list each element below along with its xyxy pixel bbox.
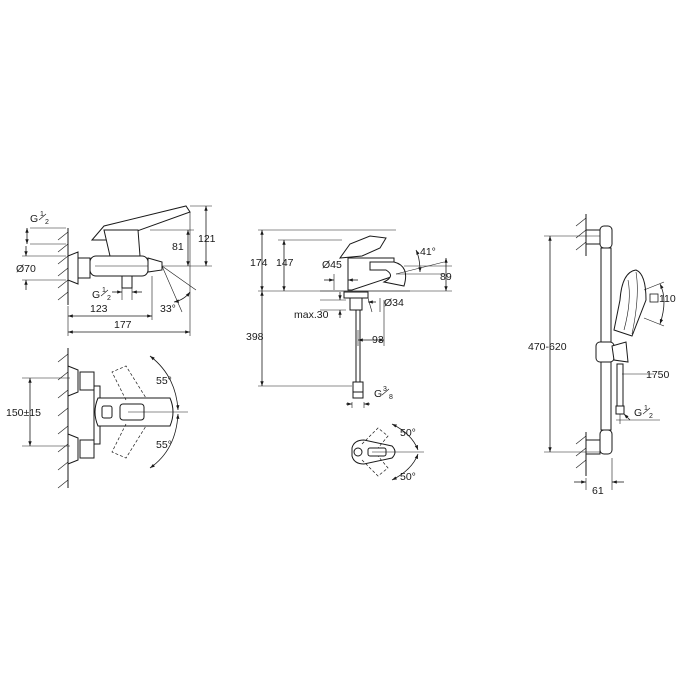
hose-length-label: 398 (246, 331, 264, 343)
hose-fraction-num: 3 (383, 386, 387, 393)
square-icon (649, 293, 659, 303)
lever-angle-down-label: 50° (400, 471, 416, 483)
height-outlet-label: 147 (276, 257, 294, 269)
basin-mixer-body (320, 235, 410, 399)
rail-height-label: 470-620 (528, 341, 567, 353)
shower-rail-view: 470-620 110 1750 G 1 2 61 (528, 214, 676, 497)
spout-diameter-label: Ø45 (322, 259, 342, 271)
hose-length-label: 1750 (646, 369, 670, 381)
lever-angle-down-label: 55° (156, 439, 172, 451)
lever-reach-label: 89 (440, 271, 452, 283)
hose-offset-label: 93 (372, 334, 384, 346)
hose-fraction-den: 2 (649, 413, 653, 420)
basin-mixer-side-view: 174 147 398 Ø45 41° 89 Ø34 max.30 93 G (246, 229, 452, 408)
handshower-size-label: 110 (659, 293, 676, 305)
height-overall-label: 174 (250, 257, 268, 269)
lever-angle-label: 41° (420, 246, 436, 258)
lever-angle-up-label: 50° (400, 427, 416, 439)
hose-thread-label: G (634, 407, 642, 419)
outlet-fraction-den: 2 (107, 295, 111, 302)
basin-mixer-top-view: 50° 50° (351, 423, 424, 483)
bath-mixer-front-view: 150±15 55° 55° (6, 348, 188, 489)
depth-spout-label: 123 (90, 303, 108, 315)
wall-hatch (57, 228, 69, 305)
inlet-fraction-num: 1 (40, 211, 44, 218)
depth-overall-label: 177 (114, 319, 132, 331)
spout-angle-label: 33° (160, 303, 176, 315)
bath-mixer-body (67, 205, 191, 289)
wall-hatch (57, 348, 69, 489)
hose-fraction-den: 8 (389, 394, 393, 401)
wall-hatch (575, 214, 587, 476)
bath-mixer-side-view: G 1 2 Ø70 G 1 2 121 81 123 177 (16, 205, 216, 336)
inlet-thread-label: G (30, 213, 38, 225)
wall-offset-label: 61 (592, 485, 604, 497)
shower-rail-body (585, 225, 647, 455)
height-spout-label: 81 (172, 241, 184, 253)
lever-angle-up-label: 55° (156, 375, 172, 387)
inlet-fraction-den: 2 (45, 219, 49, 226)
outlet-thread-label: G (92, 289, 100, 301)
flange-diameter-label: Ø70 (16, 263, 36, 275)
centres-label: 150±15 (6, 407, 41, 419)
outlet-fraction-num: 1 (102, 287, 106, 294)
base-diameter-label: Ø34 (384, 297, 404, 309)
hose-fraction-num: 1 (644, 405, 648, 412)
deck-thickness-label: max.30 (294, 309, 329, 321)
hose-thread-label: G (374, 388, 382, 400)
height-overall-label: 121 (198, 233, 216, 245)
